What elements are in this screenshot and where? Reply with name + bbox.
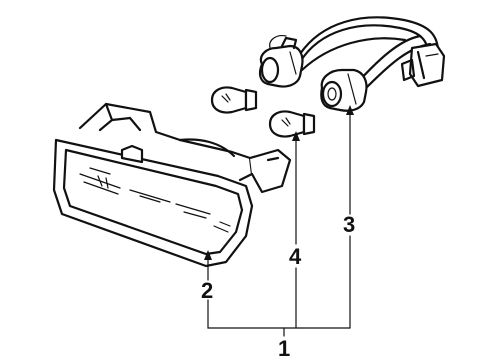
connector-plug <box>400 42 446 88</box>
leader-lines <box>204 105 354 337</box>
lamp-housing <box>52 102 292 268</box>
bulb-small-left <box>210 86 258 114</box>
callout-2: 2 <box>201 278 213 303</box>
callout-3: 3 <box>343 212 355 237</box>
socket-left <box>258 36 304 88</box>
callout-4: 4 <box>289 244 302 269</box>
bulb-small-center <box>268 110 316 138</box>
socket-right <box>320 68 368 112</box>
callout-1: 1 <box>278 336 290 360</box>
